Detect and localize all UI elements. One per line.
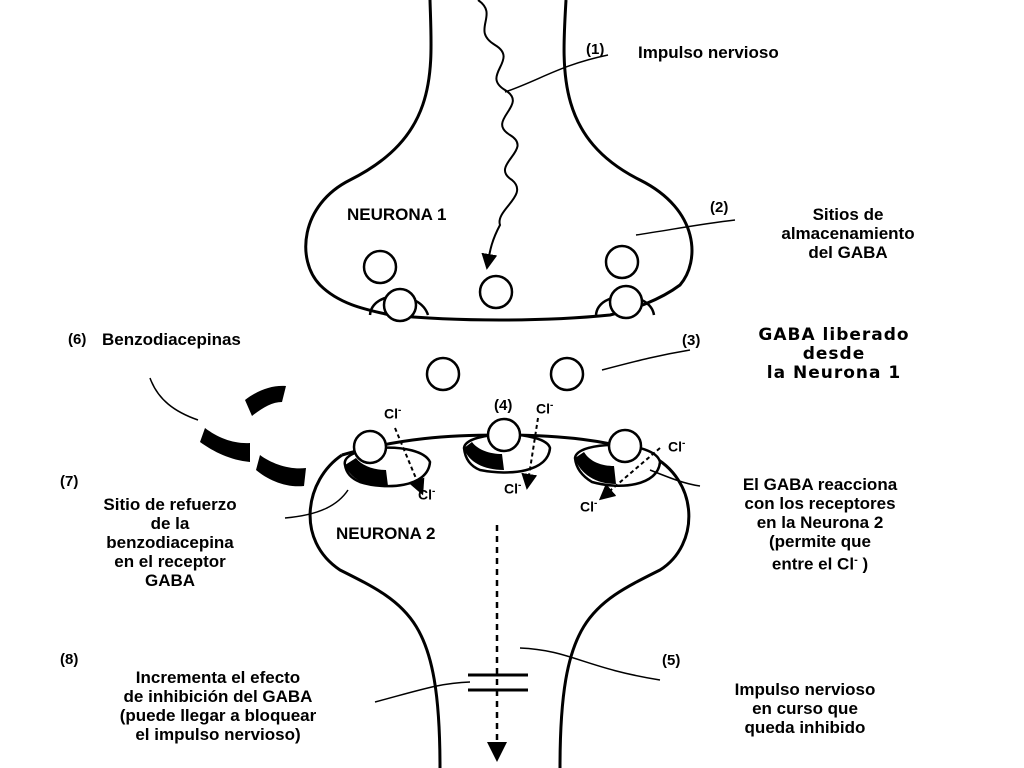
gaba-vesicle <box>362 249 398 285</box>
leader-line-2 <box>635 219 736 236</box>
impulse-wave <box>477 0 519 270</box>
chloride-ion: Cl- <box>384 405 402 422</box>
benzodiazepine-wedge <box>200 428 250 462</box>
bound-gaba <box>607 428 643 464</box>
chloride-ion: Cl- <box>504 480 522 497</box>
label-2-number: (2) <box>710 199 729 216</box>
leader-line-3 <box>601 349 691 371</box>
label-sitios-almacenamiento: Sitios de almacenamiento del GABA <box>781 205 915 262</box>
label-neurona-2: NEURONA 2 <box>336 524 436 543</box>
label-1-number: (1) <box>586 41 605 58</box>
label-sitio-refuerzo: Sitio de refuerzo de la benzodiacepina e… <box>103 495 237 590</box>
label-6-number: (6) <box>68 331 87 348</box>
label-8-number: (8) <box>60 651 79 668</box>
fusing-vesicle <box>382 287 418 323</box>
label-5-number: (5) <box>662 652 681 669</box>
benzodiazepine-binding-site <box>575 452 616 484</box>
gaba-vesicle <box>478 274 514 310</box>
label-gaba-liberado: GABA liberado desde la Neurona 1 <box>758 325 910 383</box>
benzodiazepine-binding-site <box>345 458 388 487</box>
chloride-ion: Cl- <box>580 498 598 515</box>
fusing-vesicle <box>608 284 644 320</box>
released-gaba <box>549 356 585 392</box>
benzodiazepine-wedge <box>245 385 286 416</box>
benzodiazepine-binding-site <box>464 442 504 470</box>
chloride-flow-arrow <box>598 447 661 501</box>
label-3-number: (3) <box>682 332 701 349</box>
label-7-number: (7) <box>60 473 79 490</box>
leader-line-8 <box>374 681 471 703</box>
bound-gaba <box>352 429 388 465</box>
label-gaba-reacciona: El GABA reacciona con los receptores en … <box>742 475 898 574</box>
leader-line-react <box>649 469 701 487</box>
label-neurona-1: NEURONA 1 <box>347 205 447 224</box>
label-impulso-inhibido: Impulso nervioso en curso que queda inhi… <box>734 680 876 737</box>
neuron1-outline <box>304 0 694 322</box>
leader-line-6 <box>149 377 199 421</box>
leader-line-5 <box>519 647 661 681</box>
chloride-flow-arrow <box>521 417 539 490</box>
leader-line-1 <box>504 54 609 93</box>
bound-gaba <box>486 417 522 453</box>
benzodiazepine-wedge <box>256 455 306 487</box>
label-impulso-nervioso: Impulso nervioso <box>638 43 779 62</box>
chloride-flow-arrow <box>394 427 425 496</box>
label-incrementa-efecto: Incrementa el efecto de inhibición del G… <box>119 668 317 744</box>
leader-line-7 <box>284 489 349 519</box>
gaba-vesicle <box>604 244 640 280</box>
label-4-number: (4) <box>494 397 513 414</box>
chloride-ion: Cl- <box>668 438 686 455</box>
label-benzodiacepinas: Benzodiacepinas <box>102 330 241 349</box>
released-gaba <box>425 356 461 392</box>
chloride-ion: Cl- <box>536 400 554 417</box>
neuron2-outline-right <box>558 453 691 768</box>
neuron2-outline <box>308 453 442 768</box>
chloride-ion: Cl- <box>418 486 436 503</box>
